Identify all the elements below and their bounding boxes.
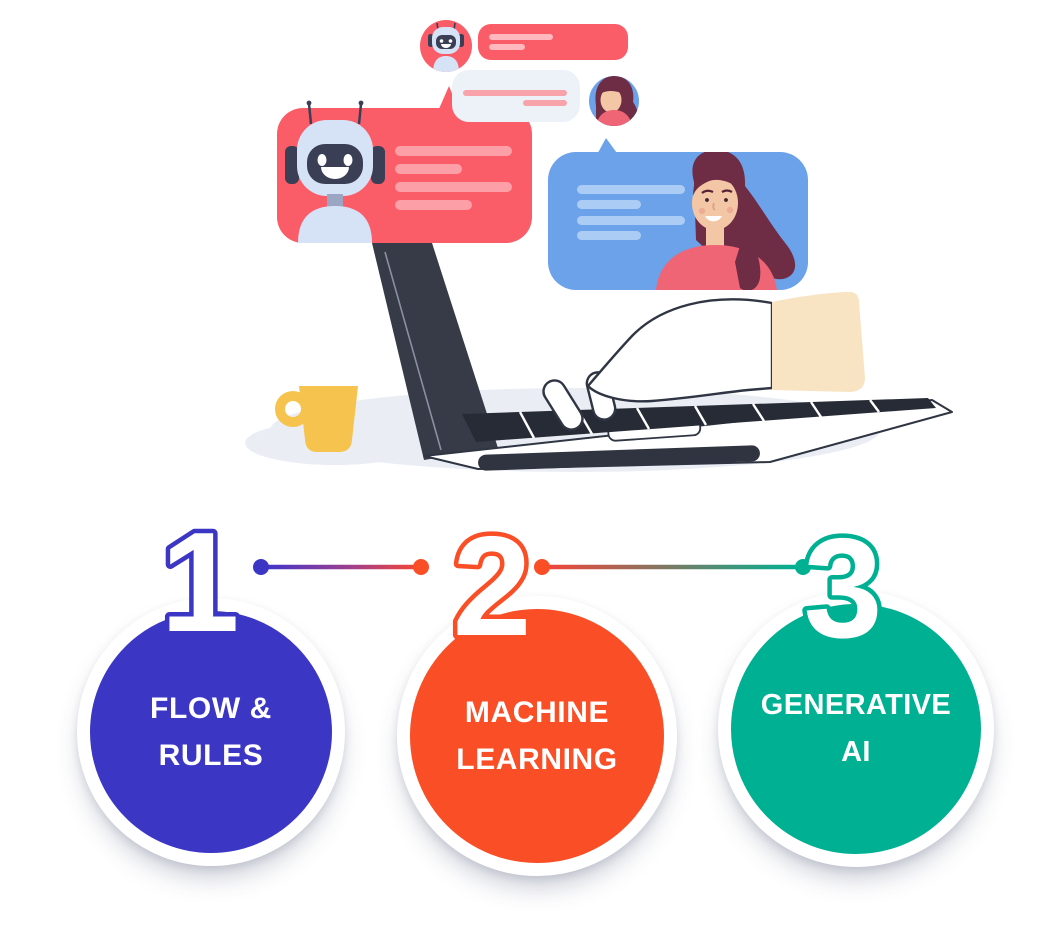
text-line (523, 100, 567, 106)
eyebrow (721, 189, 733, 193)
robot-face (307, 144, 363, 184)
laptop-keyboard (462, 398, 936, 442)
palm (586, 298, 774, 403)
blush (726, 206, 734, 214)
step-label-line: RULES (158, 739, 264, 772)
nose (712, 202, 716, 211)
laptop-base (478, 445, 760, 471)
user-bubble-text-lines (577, 185, 685, 240)
bubble-body (478, 24, 628, 60)
connector-dot (413, 559, 429, 575)
hair-front (693, 163, 741, 196)
cup-body (299, 386, 358, 452)
sleeve (772, 292, 865, 392)
eyebrow (701, 189, 714, 194)
robot-ear (371, 146, 385, 184)
text-line (395, 164, 462, 174)
user-mini-avatar-icon (589, 76, 639, 126)
robot-bust (298, 206, 372, 243)
hair-strand (735, 230, 761, 290)
step-circle-generative-ai: GENERATIVE AI (718, 591, 994, 867)
neck (706, 224, 724, 248)
text-line (577, 216, 685, 225)
typing-hand (542, 292, 865, 431)
eye (705, 198, 709, 202)
robot-smile (321, 167, 349, 179)
index-finger (542, 379, 584, 431)
step-label-line: AI (841, 736, 871, 768)
robot-eye (343, 154, 353, 166)
text-line (577, 200, 641, 209)
woman-illustration (656, 152, 795, 290)
step-label: GENERATIVE AI (761, 682, 951, 776)
step-label-line: FLOW & (150, 692, 272, 725)
step-circle-flow-rules: FLOW & RULES (77, 598, 345, 866)
typing-indicator-bubble (452, 70, 580, 122)
step-label: FLOW & RULES (150, 685, 272, 779)
robot-neck (327, 194, 343, 210)
step-label: MACHINE LEARNING (456, 689, 617, 783)
step-label-line: GENERATIVE (760, 689, 952, 721)
text-line (577, 231, 641, 240)
bot-message-bubble (277, 86, 532, 243)
connector-dot (795, 559, 811, 575)
step-circle-machine-learning: MACHINE LEARNING (397, 596, 677, 876)
step-label-line: MACHINE (464, 696, 610, 729)
connector-dot (534, 559, 550, 575)
text-line (395, 200, 472, 210)
connector-dot (253, 559, 269, 575)
coffee-cup-icon (275, 386, 358, 452)
text-line (463, 90, 567, 96)
bot-mini-chat-bubble (478, 24, 628, 60)
text-line (395, 182, 512, 192)
text-line (489, 34, 553, 40)
laptop-screen-edge (384, 251, 442, 451)
user-message-bubble (548, 138, 808, 290)
text-line (395, 146, 512, 156)
bot-mini-avatar-icon (420, 20, 472, 72)
robot-ear (285, 146, 299, 184)
laptop-icon (372, 243, 953, 471)
bot-bubble-text-lines (395, 146, 512, 210)
text-line (577, 185, 685, 194)
eye (724, 198, 728, 202)
text-line (489, 44, 525, 50)
smile (705, 216, 722, 222)
laptop-screen (372, 243, 498, 460)
step-label-line: LEARNING (456, 743, 618, 776)
robot-eye (317, 154, 327, 166)
chatbot-illustration (245, 20, 953, 472)
blush (698, 207, 706, 215)
robot-avatar-icon (285, 100, 385, 243)
